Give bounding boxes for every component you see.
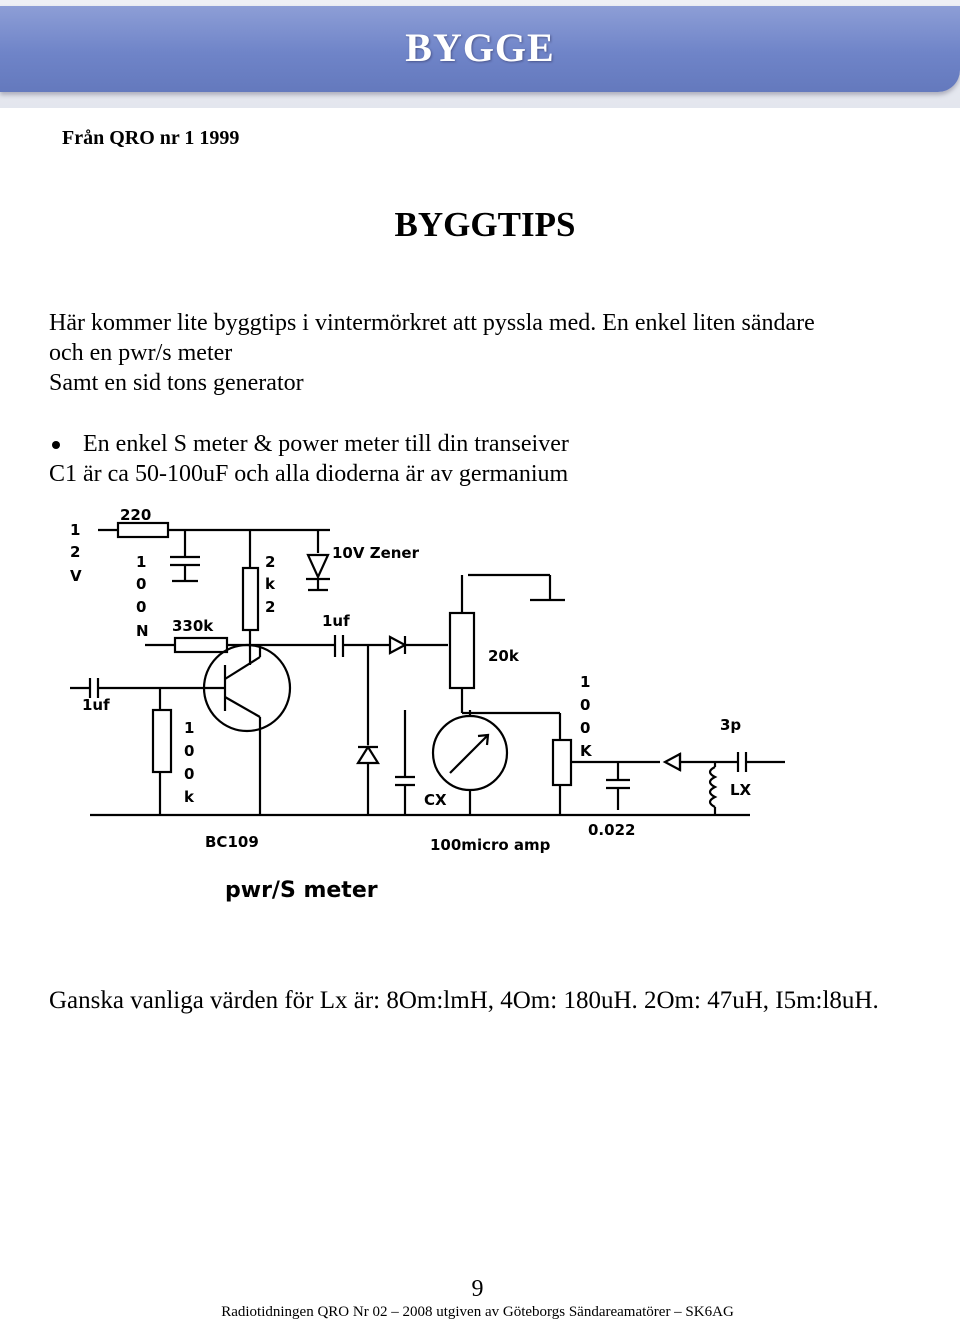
label-100K-1: 1: [580, 673, 590, 691]
bullet-item: En enkel S meter & power meter till din …: [49, 429, 569, 459]
label-330k: 330k: [172, 617, 214, 635]
lx-values: Ganska vanliga värden för Lx är: 8Om:lmH…: [49, 987, 879, 1014]
label-100k-3: 0: [184, 765, 194, 783]
label-2k2-2: k: [265, 575, 276, 593]
section-title: BYGGE: [405, 25, 555, 70]
resistor-100k-left: [151, 708, 173, 774]
intro-line-3: Samt en sid tons generator: [49, 370, 304, 396]
resistor-330k: [173, 636, 229, 654]
label-0022: 0.022: [588, 821, 635, 839]
label-3p: 3p: [720, 716, 741, 734]
resistor-220: [116, 521, 170, 539]
label-100k-1: 1: [184, 719, 194, 737]
label-zener: 10V Zener: [332, 544, 420, 562]
resistor-2k2: [241, 566, 260, 632]
label-100n-3: 0: [136, 598, 146, 616]
label-meter: 100micro amp: [430, 836, 551, 854]
page-number: 9: [471, 1276, 484, 1302]
label-100K-4: K: [580, 742, 593, 760]
label-supply-1: 1: [70, 521, 80, 539]
label-1uf-top: 1uf: [322, 612, 350, 630]
circuit-schematic: 1 2 V 220 1 0 0 N 2 k 2 10V Zener 330k 1…: [70, 506, 785, 903]
intro-line-2: och en pwr/s meter: [49, 340, 233, 366]
label-1uf-in: 1uf: [82, 696, 110, 714]
label-lx: LX: [730, 781, 752, 799]
label-2k2-1: 2: [265, 553, 275, 571]
label-bc109: BC109: [205, 833, 259, 851]
label-cx: CX: [424, 791, 447, 809]
label-supply-3: V: [70, 567, 82, 585]
bullet-text: En enkel S meter & power meter till din …: [83, 431, 569, 457]
schematic-caption: pwr/S meter: [225, 878, 378, 903]
label-supply-2: 2: [70, 543, 80, 561]
label-100k-2: 0: [184, 742, 194, 760]
header-banner: BYGGE: [0, 0, 960, 108]
label-100K-2: 0: [580, 696, 590, 714]
header-bar: [0, 6, 960, 92]
label-100n-1: 1: [136, 553, 146, 571]
intro-paragraph: Här kommer lite byggtips i vintermörkret…: [49, 308, 929, 398]
label-100n-2: 0: [136, 575, 146, 593]
potentiometer-20k: [448, 611, 476, 690]
label-100K-3: 0: [580, 719, 590, 737]
intro-line-1: Här kommer lite byggtips i vintermörkret…: [49, 310, 815, 336]
label-100k-4: k: [184, 788, 195, 806]
resistor-100k-right: [551, 738, 573, 787]
article-heading: BYGGTIPS: [394, 205, 576, 244]
bullet-dot-icon: [52, 441, 60, 449]
label-220: 220: [120, 506, 151, 524]
component-note: C1 är ca 50-100uF och alla dioderna är a…: [49, 461, 569, 487]
label-2k2-3: 2: [265, 598, 275, 616]
label-100n-4: N: [136, 622, 149, 640]
source-line: Från QRO nr 1 1999: [62, 127, 240, 149]
label-20k: 20k: [488, 647, 520, 665]
footer: Radiotidningen QRO Nr 02 – 2008 utgiven …: [221, 1304, 734, 1320]
